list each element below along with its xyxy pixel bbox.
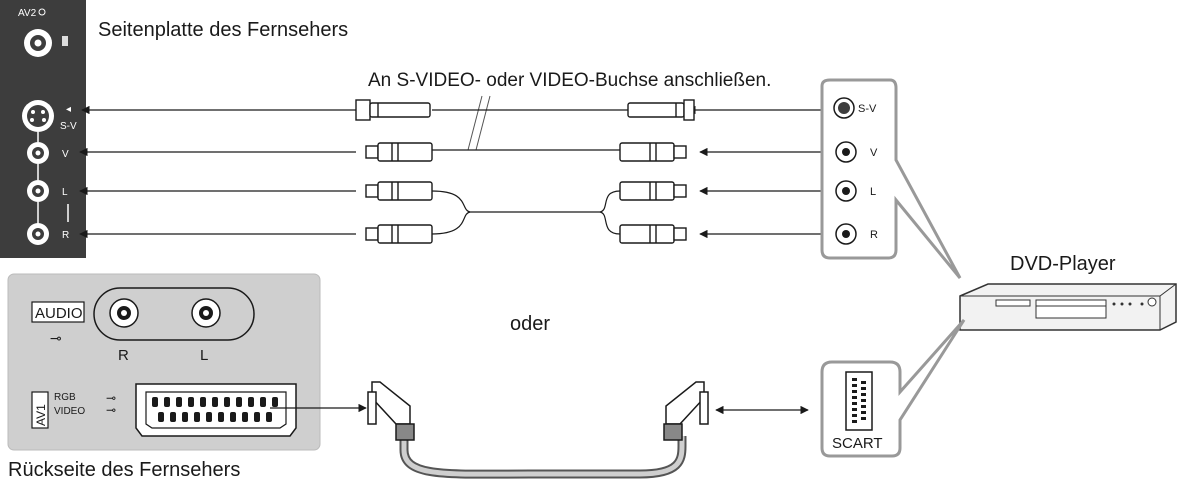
right-audio-jack-side [27,223,49,245]
svideo-jack-dvd [833,97,855,119]
video-label: VIDEO [54,406,85,417]
svg-text:⊸: ⊸ [50,330,62,346]
rear-scart-socket [135,383,297,437]
svg-text:◂: ◂ [66,104,71,115]
svg-text:⊸: ⊸ [106,391,116,405]
or-text: oder [510,313,550,335]
dvd-scart-panel: SCART [820,319,966,458]
av2-label: AV2 [18,8,37,19]
rear-panel-title: Rückseite des Fernsehers [8,459,240,481]
scart-plug-right [663,381,709,441]
cable-wires [79,105,828,239]
av2-jack [24,29,52,57]
side-panel-title: Seitenplatte des Fernsehers [98,19,348,41]
video-jack-dvd [835,141,857,163]
rca-plug-r-left [365,224,433,244]
rear-audio-r-jack [109,298,139,328]
right-jack-dvd [835,223,857,245]
scart-plug-left [367,381,415,441]
rca-plug-l-left [365,181,433,201]
scart-cable [270,381,809,479]
dvd-r-label: R [870,229,878,241]
dvd-jack-panel: S-V V L R [820,78,962,279]
sv-label: S-V [60,121,77,132]
av1-label: AV1 [34,404,48,426]
svg-text:⊸: ⊸ [106,403,116,417]
headphone-icon [62,36,68,46]
dvd-player [959,283,1177,331]
dvd-sv-label: S-V [858,103,877,115]
v-label: V [62,149,69,160]
rear-l-label: L [200,347,208,364]
rear-r-label: R [118,347,129,364]
cable-plugs [355,99,695,244]
r-label: R [62,230,69,241]
tv-rear-panel: AUDIO ⊸ R L AV1 RGB VIDEO ⊸ ⊸ [7,273,321,451]
svideo-jack-side [22,100,54,132]
rca-plug-l-right [619,181,687,201]
rgb-label: RGB [54,392,76,403]
rca-plug-video-left [365,142,433,162]
scart-label: SCART [832,435,883,452]
svideo-plug-left [355,99,431,121]
rear-audio-l-jack [191,298,221,328]
rca-plug-video-right [619,142,687,162]
left-audio-jack-side [27,180,49,202]
l-label: L [62,187,68,198]
dvd-v-label: V [870,147,878,159]
svideo-plug-right [627,99,695,121]
dvd-l-label: L [870,186,876,198]
rca-plug-r-right [619,224,687,244]
connect-hint: An S-VIDEO- oder VIDEO-Buchse anschließe… [368,70,771,91]
video-jack-side [27,142,49,164]
left-jack-dvd [835,180,857,202]
dvd-player-label: DVD-Player [1010,253,1116,275]
dvd-scart-socket [845,371,873,431]
audio-label: AUDIO [35,305,83,322]
tv-side-panel: AV2 ◂ S-V V [0,0,86,258]
